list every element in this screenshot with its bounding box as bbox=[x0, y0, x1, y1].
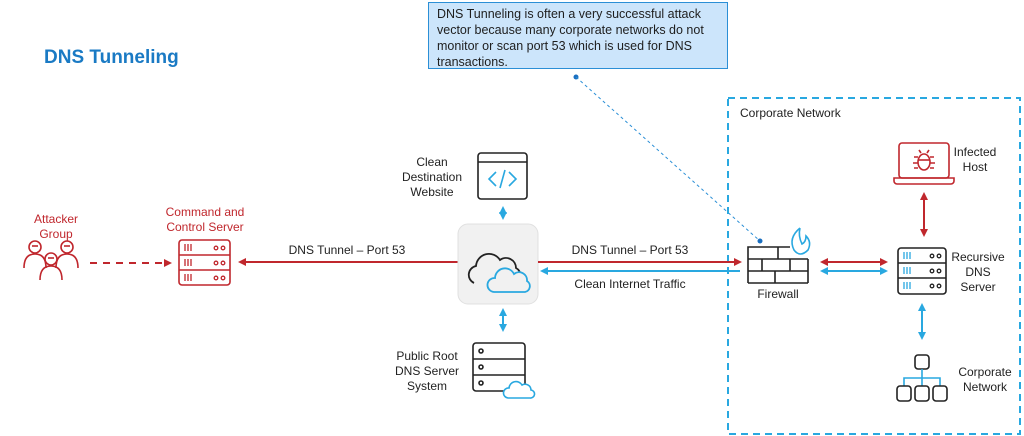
cloud-server-icon bbox=[472, 342, 536, 399]
recursive-dns-label-line1: Recursive bbox=[951, 250, 1005, 264]
corporate-network-node-label: Corporate Network bbox=[952, 365, 1018, 395]
public-root-dns-label-line2: DNS Server bbox=[394, 364, 459, 378]
recursive-dns-server-icon bbox=[897, 247, 947, 295]
public-root-dns-label-line1: Public Root bbox=[396, 349, 458, 363]
corporate-network-zone bbox=[727, 97, 1021, 435]
callout-connector bbox=[573, 74, 763, 244]
c2-server-icon bbox=[178, 239, 231, 286]
infected-host-label-line1: Infected bbox=[953, 145, 997, 159]
recursive-dns-label-line2: DNS bbox=[965, 265, 991, 279]
clean-website-label: Clean Destination Website bbox=[392, 155, 472, 200]
diagram-title: DNS Tunneling bbox=[44, 47, 179, 68]
laptop-bug-icon bbox=[893, 142, 955, 185]
clean-website-label-line3: Website bbox=[410, 185, 454, 199]
infected-host-label: Infected Host bbox=[950, 145, 1000, 175]
firewall-icon bbox=[747, 227, 811, 284]
c2-server-label-line1: Command and bbox=[165, 205, 245, 219]
public-root-dns-label-line3: System bbox=[406, 379, 447, 393]
clean-website-label-line2: Destination bbox=[401, 170, 463, 184]
corporate-network-zone-label: Corporate Network bbox=[740, 106, 841, 120]
recursive-dns-label-line3: Server bbox=[960, 280, 996, 294]
org-chart-icon bbox=[896, 354, 948, 402]
code-window-icon bbox=[477, 152, 528, 200]
recursive-dns-label: Recursive DNS Server bbox=[948, 250, 1008, 295]
people-icon bbox=[23, 240, 79, 281]
corporate-network-node-label-line2: Network bbox=[962, 380, 1007, 394]
c2-server-label: Command and Control Server bbox=[150, 205, 260, 235]
public-root-dns-label: Public Root DNS Server System bbox=[382, 349, 472, 394]
right-tunnel-label: DNS Tunnel – Port 53 bbox=[571, 243, 689, 257]
cloud-icon bbox=[467, 253, 531, 293]
clean-traffic-label: Clean Internet Traffic bbox=[574, 277, 686, 291]
clean-website-label-line1: Clean bbox=[416, 155, 448, 169]
c2-server-label-line2: Control Server bbox=[166, 220, 244, 234]
callout-note: DNS Tunneling is often a very successful… bbox=[428, 2, 728, 69]
infected-host-label-line2: Host bbox=[962, 160, 988, 174]
left-tunnel-label: DNS Tunnel – Port 53 bbox=[288, 243, 406, 257]
corporate-network-node-label-line1: Corporate bbox=[958, 365, 1012, 379]
firewall-label: Firewall bbox=[757, 287, 799, 301]
attacker-group-label: Attacker Group bbox=[33, 212, 78, 241]
